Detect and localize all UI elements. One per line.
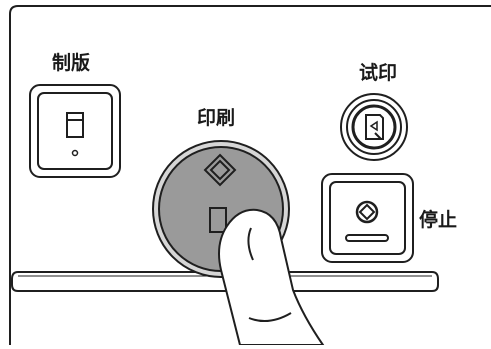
plate-making-label: 制版 [52,52,91,74]
panel-edge [9,5,491,345]
stop-label: 停止 [419,209,458,231]
trial-print-icon [365,114,384,140]
start-diamond-icon [203,153,237,187]
print-label: 印刷 [197,107,236,129]
plate-making-icon [66,112,84,157]
trial-print-label: 试印 [359,62,398,84]
plate-making-button[interactable] [29,84,121,178]
trial-print-button[interactable] [339,92,409,162]
stop-button[interactable] [321,173,414,263]
print-page-icon [209,207,227,233]
paper-slot [11,271,439,292]
stop-icon [355,200,379,224]
finger-illustration [205,198,335,346]
